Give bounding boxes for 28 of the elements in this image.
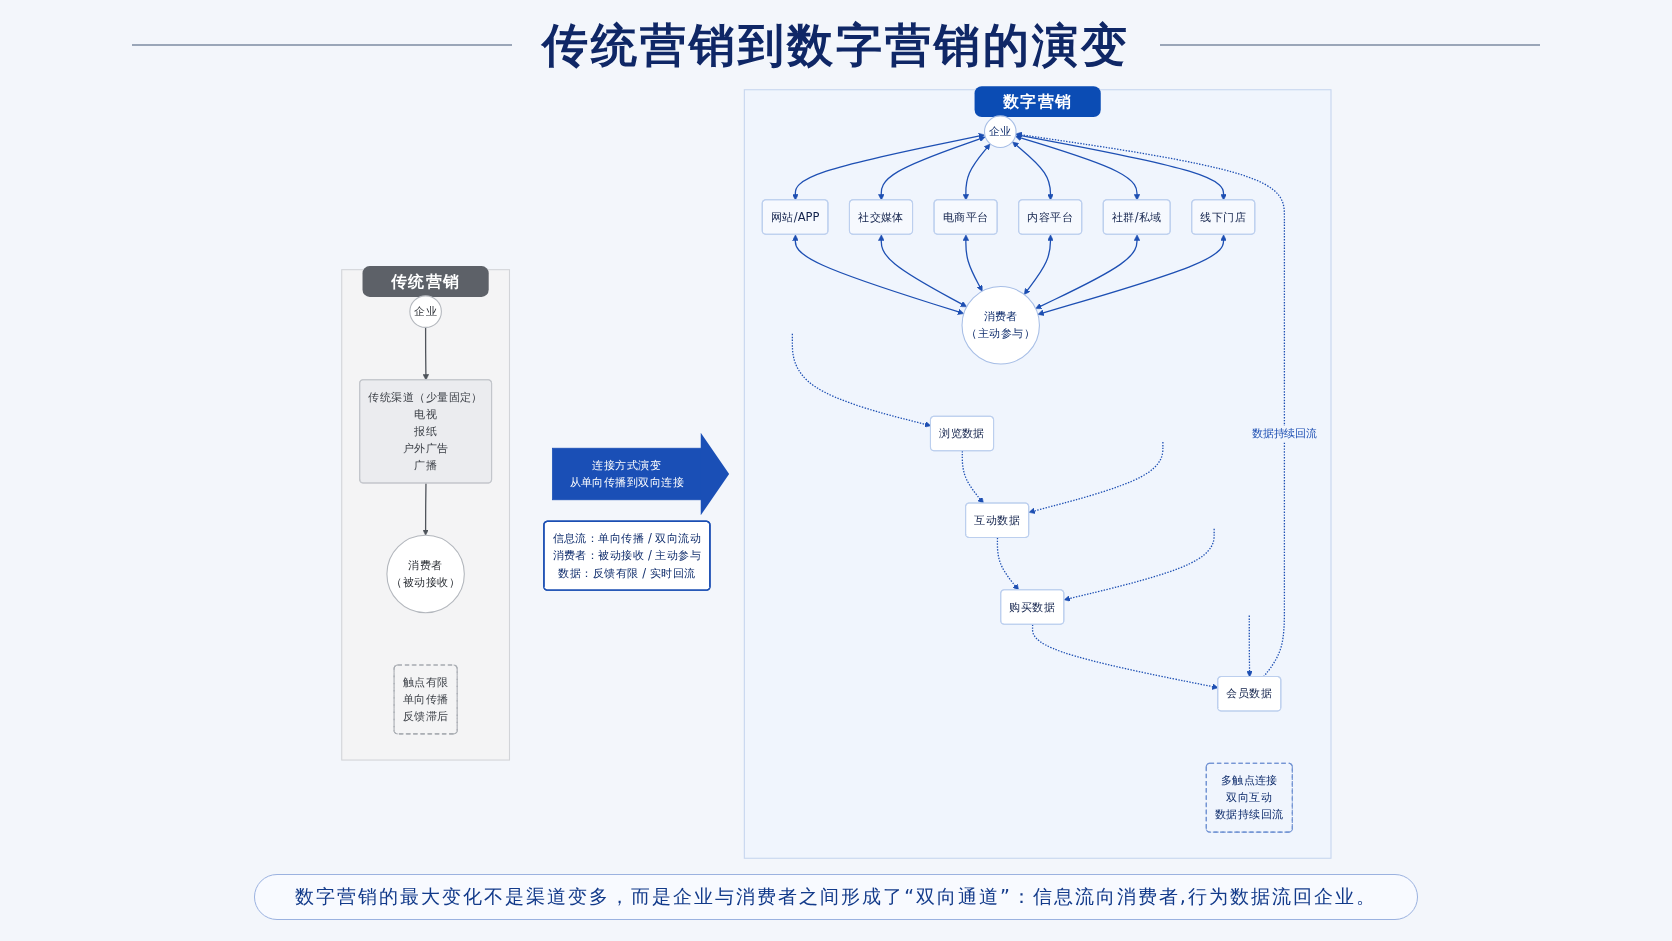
caption-banner: 数字营销的最大变化不是渠道变多，而是企业与消费者之间形成了“双向通道”：信息流向消费者,行为数据流回企业。 bbox=[254, 874, 1418, 920]
arrow bbox=[1246, 614, 1253, 678]
arrow bbox=[961, 450, 984, 504]
arrow bbox=[996, 537, 1019, 591]
arrow bbox=[1037, 234, 1227, 316]
arrow bbox=[1011, 141, 1054, 201]
arrow bbox=[1063, 528, 1215, 602]
arrow bbox=[962, 234, 983, 292]
arrow bbox=[1015, 131, 1285, 678]
node-circle: 消费者 （被动接收） bbox=[386, 534, 465, 614]
arrow bbox=[1035, 234, 1140, 309]
node-circle: 消费者 （主动参与） bbox=[961, 286, 1040, 365]
arrow bbox=[791, 333, 931, 428]
arrow bbox=[791, 234, 964, 315]
arrow bbox=[877, 135, 986, 201]
arrow bbox=[1028, 441, 1164, 514]
arrow bbox=[962, 143, 990, 201]
arrow bbox=[791, 132, 985, 201]
arrow bbox=[1015, 135, 1140, 201]
edge-label: 数据持续回流 bbox=[1251, 426, 1317, 440]
arrow bbox=[1023, 234, 1054, 295]
arrow bbox=[1015, 132, 1227, 201]
node-circle: 企业 bbox=[983, 115, 1017, 148]
node-circle: 企业 bbox=[408, 295, 442, 328]
arrow bbox=[422, 482, 429, 536]
title: 传统营销到数字营销的演变 bbox=[542, 17, 1130, 74]
arrow bbox=[877, 234, 967, 308]
arrow bbox=[422, 326, 429, 381]
